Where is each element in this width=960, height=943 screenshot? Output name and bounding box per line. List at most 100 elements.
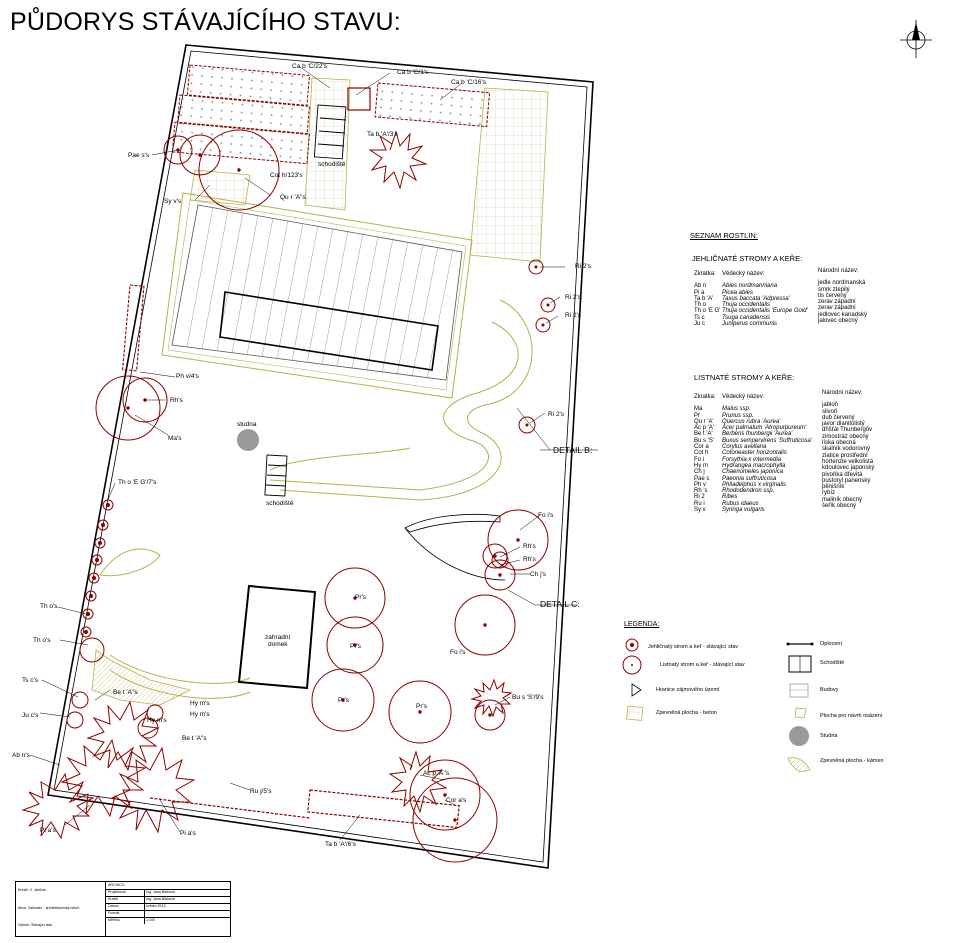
label-domek2: domek — [268, 641, 288, 648]
deciduous-legend-icon — [622, 655, 642, 675]
label-abn: Ab n's — [12, 752, 31, 759]
conifers-a-1: Pi a — [694, 289, 705, 296]
deciduous-a-13: Rh 's — [694, 488, 708, 495]
deciduous-s-11: Paeonia suffruticosa — [722, 475, 777, 482]
col-sci-header: Vědecký název: — [722, 271, 765, 277]
conifers-a-4: Th o 'E G' — [694, 308, 721, 315]
legend-symbols — [622, 638, 814, 773]
label-acp: Ac p 'A''s — [423, 770, 450, 777]
tb-v0: Ing. Jana Blahová — [146, 890, 175, 894]
legend-building: Budovy — [820, 687, 839, 693]
label-rh: Rh's — [170, 397, 184, 404]
deciduous-a-2: Qu r 'A' — [694, 418, 714, 425]
label-foi1: Fo i's — [538, 512, 554, 519]
legend-planting-area: Plocha pro návrh osázení — [820, 713, 883, 719]
label-cot: Cot h/123's — [270, 172, 303, 179]
deciduous-n-4: dřišťál Thunbergův — [822, 427, 873, 434]
tb-project: Akce: Zahradní - architektonický návrh — [18, 906, 80, 910]
deciduous-a-11: Pae s — [694, 475, 710, 482]
conifers-n-1: smrk ztepilý — [818, 286, 850, 293]
garden-paths — [99, 299, 533, 699]
label-domek1: zahradní — [265, 634, 290, 641]
legend-conifer: Jehličnatý strom a keř - stávající stav — [648, 644, 739, 650]
deciduous-n-10: kdoulovec japonský — [822, 465, 875, 472]
deciduous-a-12: Ph v — [694, 481, 707, 488]
building-legend-icon — [789, 683, 809, 698]
label-phv: Ph v/4's — [176, 373, 200, 380]
conifers-n-3: zerav západní — [818, 299, 856, 306]
deciduous-a-4: Be t 'A' — [694, 431, 713, 438]
label-hym3: Hy m's — [147, 717, 167, 724]
conifers-n-6: jalovec obecný — [818, 318, 858, 325]
label-studna: studna — [237, 421, 257, 428]
legend-deciduous: Listnatý strom a keř - stávající stav — [660, 662, 745, 668]
tb-k1: Kreslil — [108, 897, 118, 901]
deciduous-a-1: Pr — [694, 412, 700, 419]
label-pr4: Pr's — [416, 703, 428, 710]
label-syv: Sy v's — [164, 198, 182, 205]
tb-v1: Ing. Jana Blahová — [146, 897, 175, 901]
deciduous-n-8: zlatice prostřední — [822, 452, 868, 459]
deciduous-s-12: Philadelphus x virginalis — [722, 481, 787, 488]
deciduous-a-15: Ru i — [694, 500, 705, 507]
label-pae: Pae s's — [128, 152, 150, 159]
deciduous-n-2: dub červený — [822, 414, 855, 421]
conifers-s-2: Taxus baccata 'Adpressa' — [722, 295, 790, 302]
label-pr1: Pr's — [355, 594, 367, 601]
conifer-trees — [21, 130, 513, 840]
deciduous-n-7: skalník vodorovný — [822, 446, 871, 453]
paved-areas — [91, 77, 549, 706]
deciduous-s-15: Rubus idaeus — [722, 500, 759, 507]
deciduous-n-3: javor dlanitolistý — [822, 421, 865, 428]
stairs-legend-icon — [788, 655, 812, 673]
fence-legend-icon — [786, 642, 814, 646]
stairs — [264, 104, 347, 497]
tb-k3: Formát — [108, 911, 120, 915]
page-title: PŮDORYS STÁVAJÍCÍHO STAVU: — [10, 8, 401, 36]
deciduous-s-0: Malus ssp. — [722, 406, 751, 413]
conifers-s-6: Juniperus communis — [722, 321, 778, 328]
house-building — [161, 192, 473, 399]
deciduous-a-5: Bu s 'S' — [694, 437, 714, 444]
col-abbr-header: Zkratka: — [694, 271, 716, 277]
deciduous-s-2: Quercus rubra 'Aurea' — [722, 418, 781, 425]
conifers-a-3: Th o — [694, 302, 707, 309]
legend-fence: Oplocení — [820, 641, 843, 647]
conifers-s-3: Thuja occidentalis — [722, 302, 771, 309]
label-tab3: Ta b 'A'/3's — [367, 131, 399, 138]
conifers-n-5: jedlovec kanadský — [818, 311, 868, 318]
label-hym2: Hy m's — [190, 711, 210, 718]
deciduous-n-13: pěnišník — [822, 484, 845, 491]
title-block: Kreslil: V. Jabůrla Akce: Zahradní - arc… — [15, 881, 231, 937]
conifers-n-2: tis červený — [818, 292, 847, 299]
label-ruj: Ru j/5's — [250, 788, 272, 795]
deciduous-a-0: Ma — [694, 406, 703, 413]
label-bet1: Be t 'A''s — [113, 689, 138, 696]
conifers-section: JEHLIČNATÉ STROMY A KEŘE: — [692, 255, 952, 263]
deciduous-a-10: Ch j — [694, 469, 705, 476]
label-pia1: Pi a's — [40, 827, 56, 834]
deciduous-n-0: jabloň — [822, 402, 839, 409]
deciduous-title: LISTNATÉ STROMY A KEŘE: — [694, 373, 795, 382]
deciduous-a-3: Ac p 'A' — [694, 425, 714, 432]
label-schod2: schodiště — [266, 500, 294, 507]
tb-v4: 1:100 — [146, 918, 155, 922]
deciduous-s-8: Forsythia x intermedia — [722, 456, 782, 463]
conifers-s-0: Abies nordmanniana — [722, 283, 778, 290]
label-qur: Qu r 'A''s — [280, 194, 307, 201]
deciduous-n-15: maliník obecný — [822, 496, 863, 503]
conifers-a-6: Ju c — [694, 321, 706, 328]
conifers-n-4: zerav západní — [818, 305, 856, 312]
deciduous-s-7: Cotoneaster horizontalis — [722, 450, 787, 457]
conifers-a-2: Ta b 'A' — [694, 295, 714, 302]
deciduous-s-10: Chaenomeles japonica — [722, 469, 784, 476]
thuja-row — [80, 499, 114, 638]
deciduous-section: LISTNATÉ STROMY A KEŘE: — [694, 373, 795, 382]
label-chj: Ch j's — [530, 571, 547, 578]
conifers-n-0: jedle nordmanská — [818, 280, 866, 287]
stone-legend-icon — [787, 757, 811, 773]
deciduous-s-1: Prunus ssp. — [722, 412, 754, 419]
dec-col-sci-header: Vědecký název: — [722, 394, 765, 400]
label-tsc: Ts c's — [22, 677, 39, 684]
conifers-s-5: Tsuga canadensis — [722, 314, 771, 321]
